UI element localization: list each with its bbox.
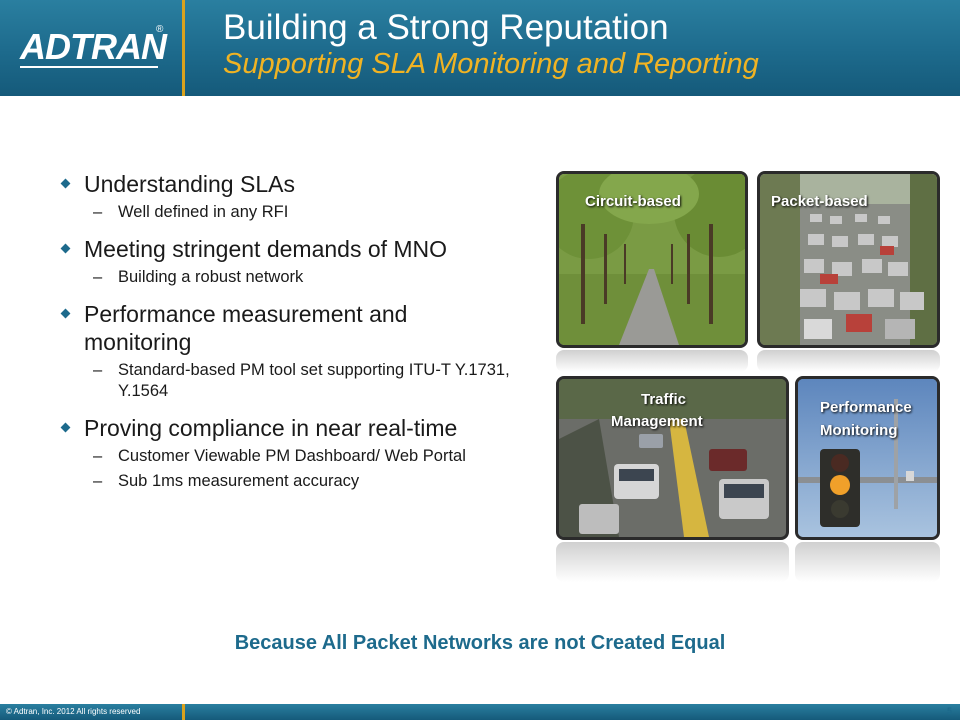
slide-subtitle: Supporting SLA Monitoring and Reporting (223, 48, 759, 80)
highway-traffic-illustration (760, 174, 937, 345)
sub-bullet-item: – Building a robust network (60, 267, 530, 288)
logo-registered-mark: ® (156, 24, 164, 35)
sub-bullet-item: – Sub 1ms measurement accuracy (60, 471, 530, 492)
bullet-text: Performance measurement and monitoring (84, 301, 408, 355)
traffic-management-label-line1: Traffic (641, 391, 687, 408)
circuit-based-image: Circuit-based (556, 171, 748, 348)
slide-title: Building a Strong Reputation (223, 8, 669, 47)
sub-bullet-item: – Standard-based PM tool set supporting … (60, 360, 510, 402)
tree-road-illustration (559, 174, 745, 345)
road-cars-illustration (559, 379, 786, 537)
diamond-bullet-icon (60, 178, 71, 189)
traffic-management-image: Traffic Management (556, 376, 789, 540)
dash-bullet-icon: – (93, 361, 103, 379)
header-divider (182, 0, 185, 96)
sub-bullet-item: – Well defined in any RFI (60, 202, 530, 223)
traffic-management-label-line2: Management (611, 413, 703, 430)
dash-bullet-icon: – (93, 447, 103, 465)
footer-divider (182, 704, 185, 720)
circuit-based-label: Circuit-based (585, 193, 681, 210)
logo-underline (20, 66, 158, 68)
traffic-light-illustration (798, 379, 937, 537)
sub-bullet-text: Well defined in any RFI (118, 203, 289, 221)
footer-bar: © Adtran, Inc. 2012 All rights reserved (0, 704, 960, 720)
page-number: 5 (946, 706, 952, 716)
header-bar: ADTRAN ® Building a Strong Reputation Su… (0, 0, 960, 96)
logo-wordmark: ADTRAN (20, 26, 167, 67)
diamond-bullet-icon (60, 243, 71, 254)
copyright-text: © Adtran, Inc. 2012 All rights reserved (6, 707, 141, 716)
diamond-bullet-icon (60, 422, 71, 433)
performance-monitoring-image: Performance Monitoring (795, 376, 940, 540)
sub-bullet-text: Customer Viewable PM Dashboard/ Web Port… (118, 447, 466, 465)
performance-monitoring-label-line2: Monitoring (820, 422, 898, 439)
dash-bullet-icon: – (93, 268, 103, 286)
dash-bullet-icon: – (93, 472, 103, 490)
bullet-item: Understanding SLAs (60, 170, 530, 198)
tile-reflection (556, 542, 789, 582)
sub-bullet-text: Standard-based PM tool set supporting IT… (118, 361, 510, 400)
diamond-bullet-icon (60, 308, 71, 319)
sub-bullet-text: Building a robust network (118, 268, 304, 286)
bullet-text: Meeting stringent demands of MNO (84, 236, 448, 262)
bullet-item: Proving compliance in near real-time (60, 414, 540, 442)
bullet-text: Understanding SLAs (84, 171, 295, 197)
bullet-item: Performance measurement and monitoring (60, 300, 480, 356)
tagline: Because All Packet Networks are not Crea… (234, 632, 726, 654)
bullet-list: Understanding SLAs – Well defined in any… (60, 170, 530, 492)
dash-bullet-icon: – (93, 203, 103, 221)
packet-based-label: Packet-based (771, 193, 868, 210)
tile-reflection (757, 350, 940, 372)
tile-reflection (556, 350, 748, 372)
sub-bullet-text: Sub 1ms measurement accuracy (118, 472, 360, 490)
performance-monitoring-label-line1: Performance (820, 399, 912, 416)
tile-reflection (795, 542, 940, 582)
bullet-text: Proving compliance in near real-time (84, 415, 458, 441)
packet-based-image: Packet-based (757, 171, 940, 348)
logo: ADTRAN ® (0, 0, 182, 96)
sub-bullet-item: – Customer Viewable PM Dashboard/ Web Po… (60, 446, 480, 467)
bullet-item: Meeting stringent demands of MNO (60, 235, 530, 263)
